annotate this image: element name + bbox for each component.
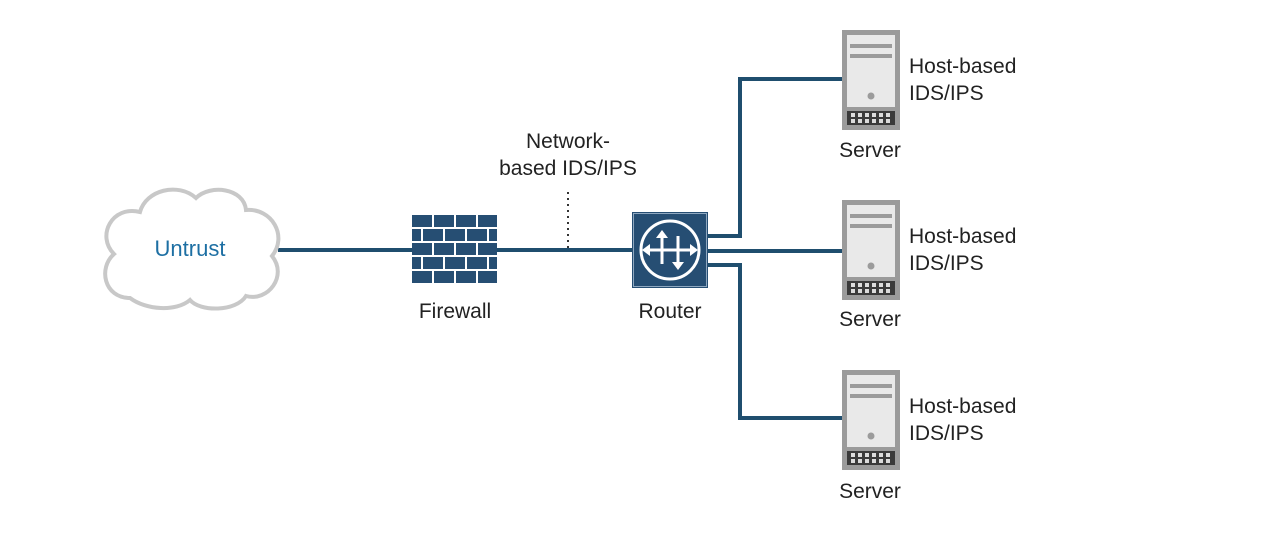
host-ids-label-line2: IDS/IPS <box>909 82 984 105</box>
router-label: Router <box>638 300 702 323</box>
host-ids-label-line1: Host-based <box>909 395 1017 418</box>
server-label: Server <box>839 480 901 503</box>
link-router-server-1 <box>708 77 842 238</box>
host-ids-label-line1: Host-based <box>909 55 1017 78</box>
server-label: Server <box>839 308 901 331</box>
server-icon <box>842 370 900 470</box>
host-ids-label-line1: Host-based <box>909 225 1017 248</box>
server-icon <box>842 30 900 130</box>
firewall-label: Firewall <box>418 300 492 323</box>
cloud-icon <box>103 187 281 311</box>
link-router-server-3 <box>708 263 842 420</box>
firewall-icon <box>412 215 497 283</box>
network-ids-line2: based IDS/IPS <box>499 157 637 180</box>
host-ids-label-line2: IDS/IPS <box>909 422 984 445</box>
server-label: Server <box>839 139 901 162</box>
links <box>278 77 842 420</box>
network-ids-line1: Network- <box>525 130 610 153</box>
host-ids-label-line2: IDS/IPS <box>909 252 984 275</box>
cloud-label: Untrust <box>154 236 226 261</box>
server-icon <box>842 200 900 300</box>
router-icon <box>632 212 708 288</box>
servers <box>842 30 900 470</box>
